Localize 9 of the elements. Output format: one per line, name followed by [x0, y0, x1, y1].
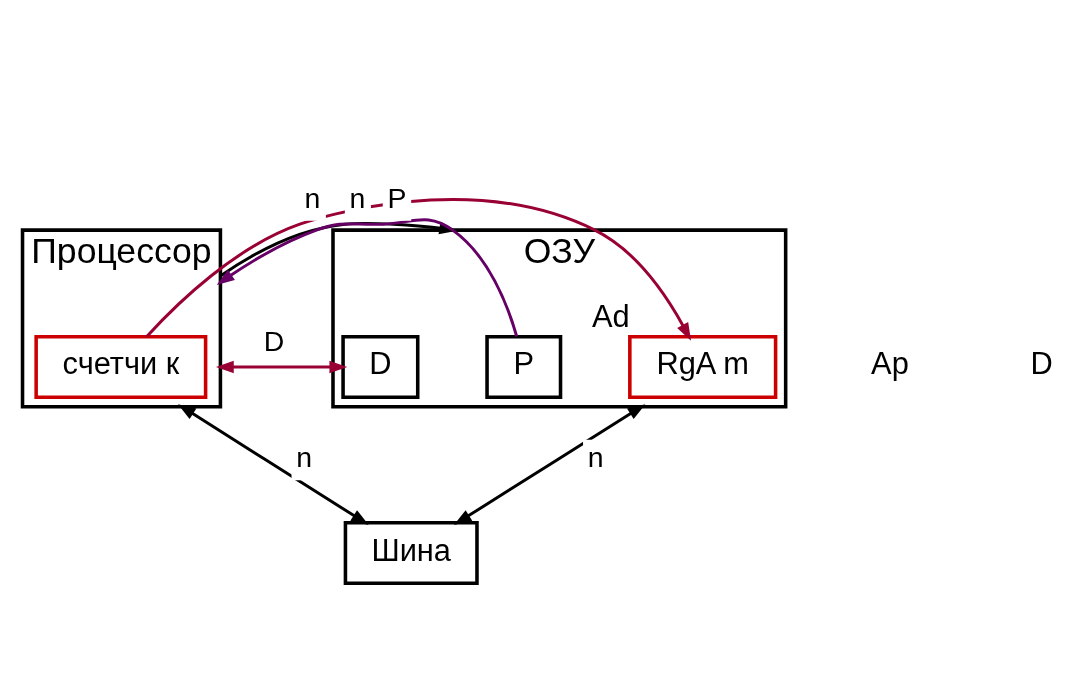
edge-label: n	[349, 181, 366, 214]
edge-label: n	[587, 440, 604, 473]
label: D	[1030, 345, 1053, 381]
edge-label: n	[304, 181, 321, 214]
node-label: Ad	[592, 298, 630, 334]
edge-label: D	[263, 324, 285, 357]
edge-label: n	[296, 440, 313, 473]
label: Ap	[871, 345, 909, 381]
edge-label: P	[387, 181, 407, 214]
